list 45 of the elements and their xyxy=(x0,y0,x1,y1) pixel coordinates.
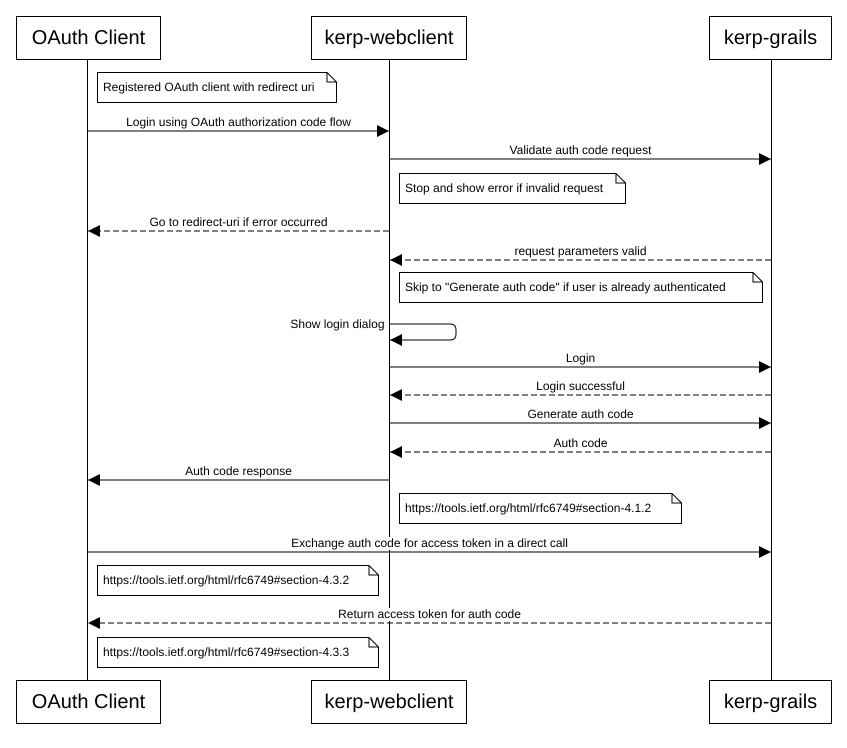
message-arrow xyxy=(390,417,772,429)
edge-label: Return access token for auth code xyxy=(336,608,523,621)
message-arrow xyxy=(88,617,772,629)
note-card xyxy=(399,173,626,204)
lifeline xyxy=(389,60,390,680)
edge-label: Login successful xyxy=(534,380,627,393)
note-text: https://tools.ietf.org/html/rfc6749#section-4.1.2 xyxy=(405,501,652,516)
participant-box: OAuth Client xyxy=(16,680,161,724)
message-arrow xyxy=(390,389,772,401)
edge-label: Login using OAuth authorization code flow xyxy=(124,116,353,129)
lifeline xyxy=(771,60,772,680)
edge-label: request parameters valid xyxy=(512,245,649,258)
self-message-arrow xyxy=(390,324,456,346)
message-arrow xyxy=(390,361,772,373)
participant-box: kerp-webclient xyxy=(311,680,467,724)
message-arrow xyxy=(88,125,390,137)
note-card xyxy=(97,72,337,103)
edge-label: Show login dialog xyxy=(290,317,384,331)
participant-box: kerp-grails xyxy=(709,680,832,724)
note-card xyxy=(97,565,379,596)
message-arrow xyxy=(390,254,772,266)
note-text: Registered OAuth client with redirect uri xyxy=(103,80,314,95)
message-arrow xyxy=(88,474,390,486)
note-card xyxy=(97,637,379,668)
edge-label: Auth code response xyxy=(183,465,294,478)
note-card xyxy=(399,493,682,524)
message-arrow xyxy=(390,153,772,165)
note-text: Stop and show error if invalid request xyxy=(405,181,604,196)
message-arrow xyxy=(88,225,390,237)
edge-label: Login xyxy=(564,352,598,365)
participant-box: OAuth Client xyxy=(16,16,161,60)
note-card xyxy=(399,272,763,303)
note-text: Skip to "Generate auth code" if user is already authenticated xyxy=(405,280,726,295)
edge-label: Generate auth code xyxy=(525,408,636,421)
note-text: https://tools.ietf.org/html/rfc6749#section-4.3.2 xyxy=(103,573,350,588)
lifeline xyxy=(87,60,88,680)
note-text: https://tools.ietf.org/html/rfc6749#section-4.3.3 xyxy=(103,645,350,660)
participant-box: kerp-webclient xyxy=(311,16,467,60)
edge-label: Exchange auth code for access token in a direct call xyxy=(289,537,570,550)
edge-label: Validate auth code request xyxy=(508,144,654,157)
edge-label: Go to redirect-uri if error occurred xyxy=(147,216,330,229)
participant-box: kerp-grails xyxy=(709,16,832,60)
message-arrow xyxy=(390,446,772,458)
edge-label: Auth code xyxy=(551,437,610,450)
message-arrow xyxy=(88,546,772,558)
